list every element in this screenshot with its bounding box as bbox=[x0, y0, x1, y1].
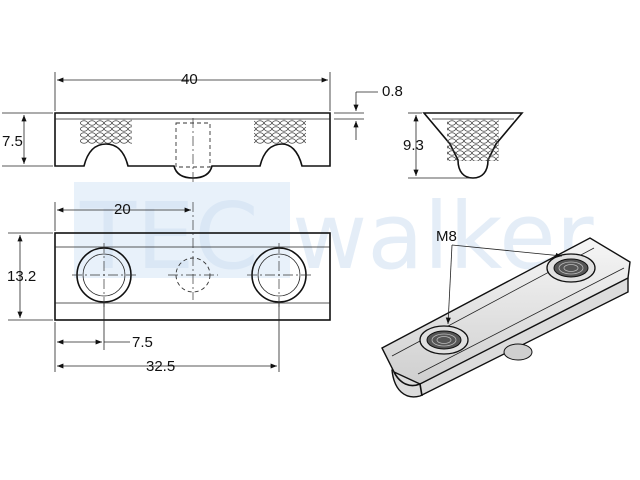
side-thread-right bbox=[254, 119, 306, 144]
isometric-view: M8 bbox=[381, 228, 631, 398]
top-view-outline bbox=[54, 232, 331, 321]
iso-hole-back bbox=[546, 253, 596, 283]
dim-hole-pitch: 20 bbox=[114, 201, 131, 218]
side-view: 40 7.5 0.8 bbox=[2, 71, 403, 182]
dim-overall-length: 40 bbox=[181, 71, 198, 88]
dim-hole-span: 32.5 bbox=[146, 358, 175, 375]
hole-left-inner bbox=[82, 253, 126, 297]
side-thread-left bbox=[80, 119, 132, 144]
callout-leader-back bbox=[451, 244, 563, 258]
dim-hole-offset: 7.5 bbox=[132, 334, 153, 351]
watermark: TEC walker bbox=[74, 182, 594, 290]
watermark-prefix: TEC bbox=[79, 183, 259, 290]
iso-pin bbox=[503, 343, 533, 361]
dim-end-height: 9.3 bbox=[403, 137, 424, 154]
iso-lip-line-2 bbox=[417, 267, 625, 375]
dim-side-height: 7.5 bbox=[2, 133, 23, 150]
watermark-box bbox=[74, 182, 290, 278]
iso-hole-front bbox=[419, 325, 469, 355]
hole-right-inner bbox=[257, 253, 301, 297]
iso-end-notch bbox=[393, 371, 423, 397]
end-thread bbox=[447, 119, 499, 161]
dim-width: 13.2 bbox=[7, 268, 36, 285]
end-view: 9.3 bbox=[403, 112, 524, 179]
dim-lip-thickness: 0.8 bbox=[382, 83, 403, 100]
callout-leader-front bbox=[445, 244, 453, 325]
callout-thread: M8 bbox=[436, 228, 457, 245]
top-view: 20 13.2 7.5 32.5 bbox=[7, 201, 331, 375]
